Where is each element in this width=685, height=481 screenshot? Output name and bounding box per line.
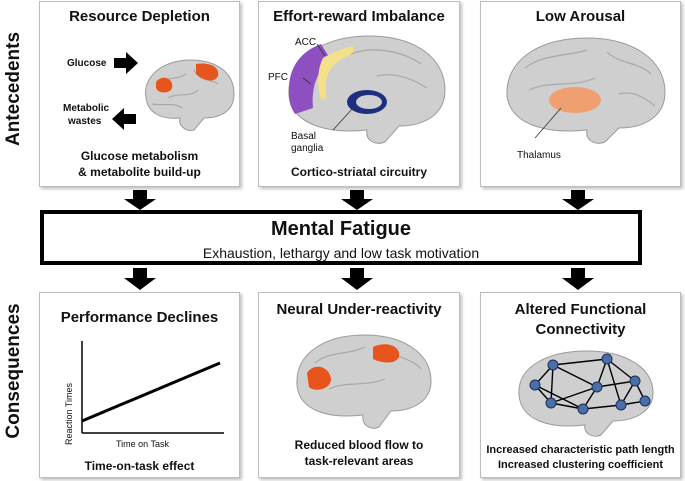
panel-title-line1: Altered Functional [514,301,647,318]
panel-title-line2: Connectivity [535,321,626,338]
down-arrow-icon [341,190,373,210]
graph-xlabel: Time on Task [116,439,170,449]
caption-line1: Reduced blood flow to [294,438,424,452]
reaction-time-graph [81,341,224,434]
arrow-left-icon [112,108,136,130]
performance-declines-panel: Performance Declines Reaction Times Time… [39,292,240,478]
acc-label: ACC [295,37,317,48]
basal-ganglia-label-line1: Basal [291,131,317,142]
caption-line1: Glucose metabolism [80,149,199,163]
mental-fatigue-subtitle: Exhaustion, lethargy and low task motiva… [202,245,480,261]
graph-ylabel: Reaction Times [64,382,74,446]
basal-ganglia-label-line2: ganglia [291,143,324,154]
panel-title: Effort-reward Imbalance [273,8,445,25]
down-arrow-icon [124,190,156,210]
metabolic-wastes-label-line1: Metabolic [63,103,110,114]
effort-reward-panel: Effort-reward Imbalance ACC PFC Basal ga… [258,1,460,187]
down-arrow-icon [562,190,594,210]
consequences-label: Consequences [3,303,24,439]
thalamus-label: Thalamus [517,150,561,161]
panel-title: Performance Declines [60,309,219,326]
brain-thalamus-icon [506,37,666,144]
pfc-label: PFC [268,72,288,83]
panel-title: Resource Depletion [69,8,210,25]
brain-medial-icon [288,35,446,144]
caption-line2: Increased clustering coefficient [497,459,664,471]
brain-activation-icon [296,334,432,429]
resource-depletion-panel: Resource Depletion Glucose Metabolic was… [39,1,240,187]
caption: Time-on-task effect [84,459,195,473]
mental-fatigue-box: Mental Fatigue Exhaustion, lethargy and … [40,210,642,265]
metabolic-wastes-label-line2: wastes [68,116,102,127]
panel-title: Neural Under-reactivity [276,301,442,318]
low-arousal-panel: Low Arousal Thalamus [480,1,681,187]
mental-fatigue-title: Mental Fatigue [270,218,411,240]
caption: Cortico-striatal circuitry [290,165,428,179]
brain-lateral-icon [145,59,235,131]
caption-line1: Increased characteristic path length [486,444,675,456]
caption-line2: & metabolite build-up [78,165,201,179]
arrow-right-icon [114,52,138,74]
down-arrow-icon [124,268,156,290]
down-arrow-icon [562,268,594,290]
panel-title: Low Arousal [535,8,626,25]
caption-line2: task-relevant areas [304,454,414,468]
brain-network-icon [518,350,654,437]
functional-connectivity-panel: Altered Functional Connectivity Increase… [480,292,681,478]
down-arrow-icon [341,268,373,290]
glucose-label: Glucose [67,58,107,69]
neural-under-reactivity-panel: Neural Under-reactivity Reduced blood fl… [258,292,460,478]
antecedents-label: Antecedents [3,31,24,147]
